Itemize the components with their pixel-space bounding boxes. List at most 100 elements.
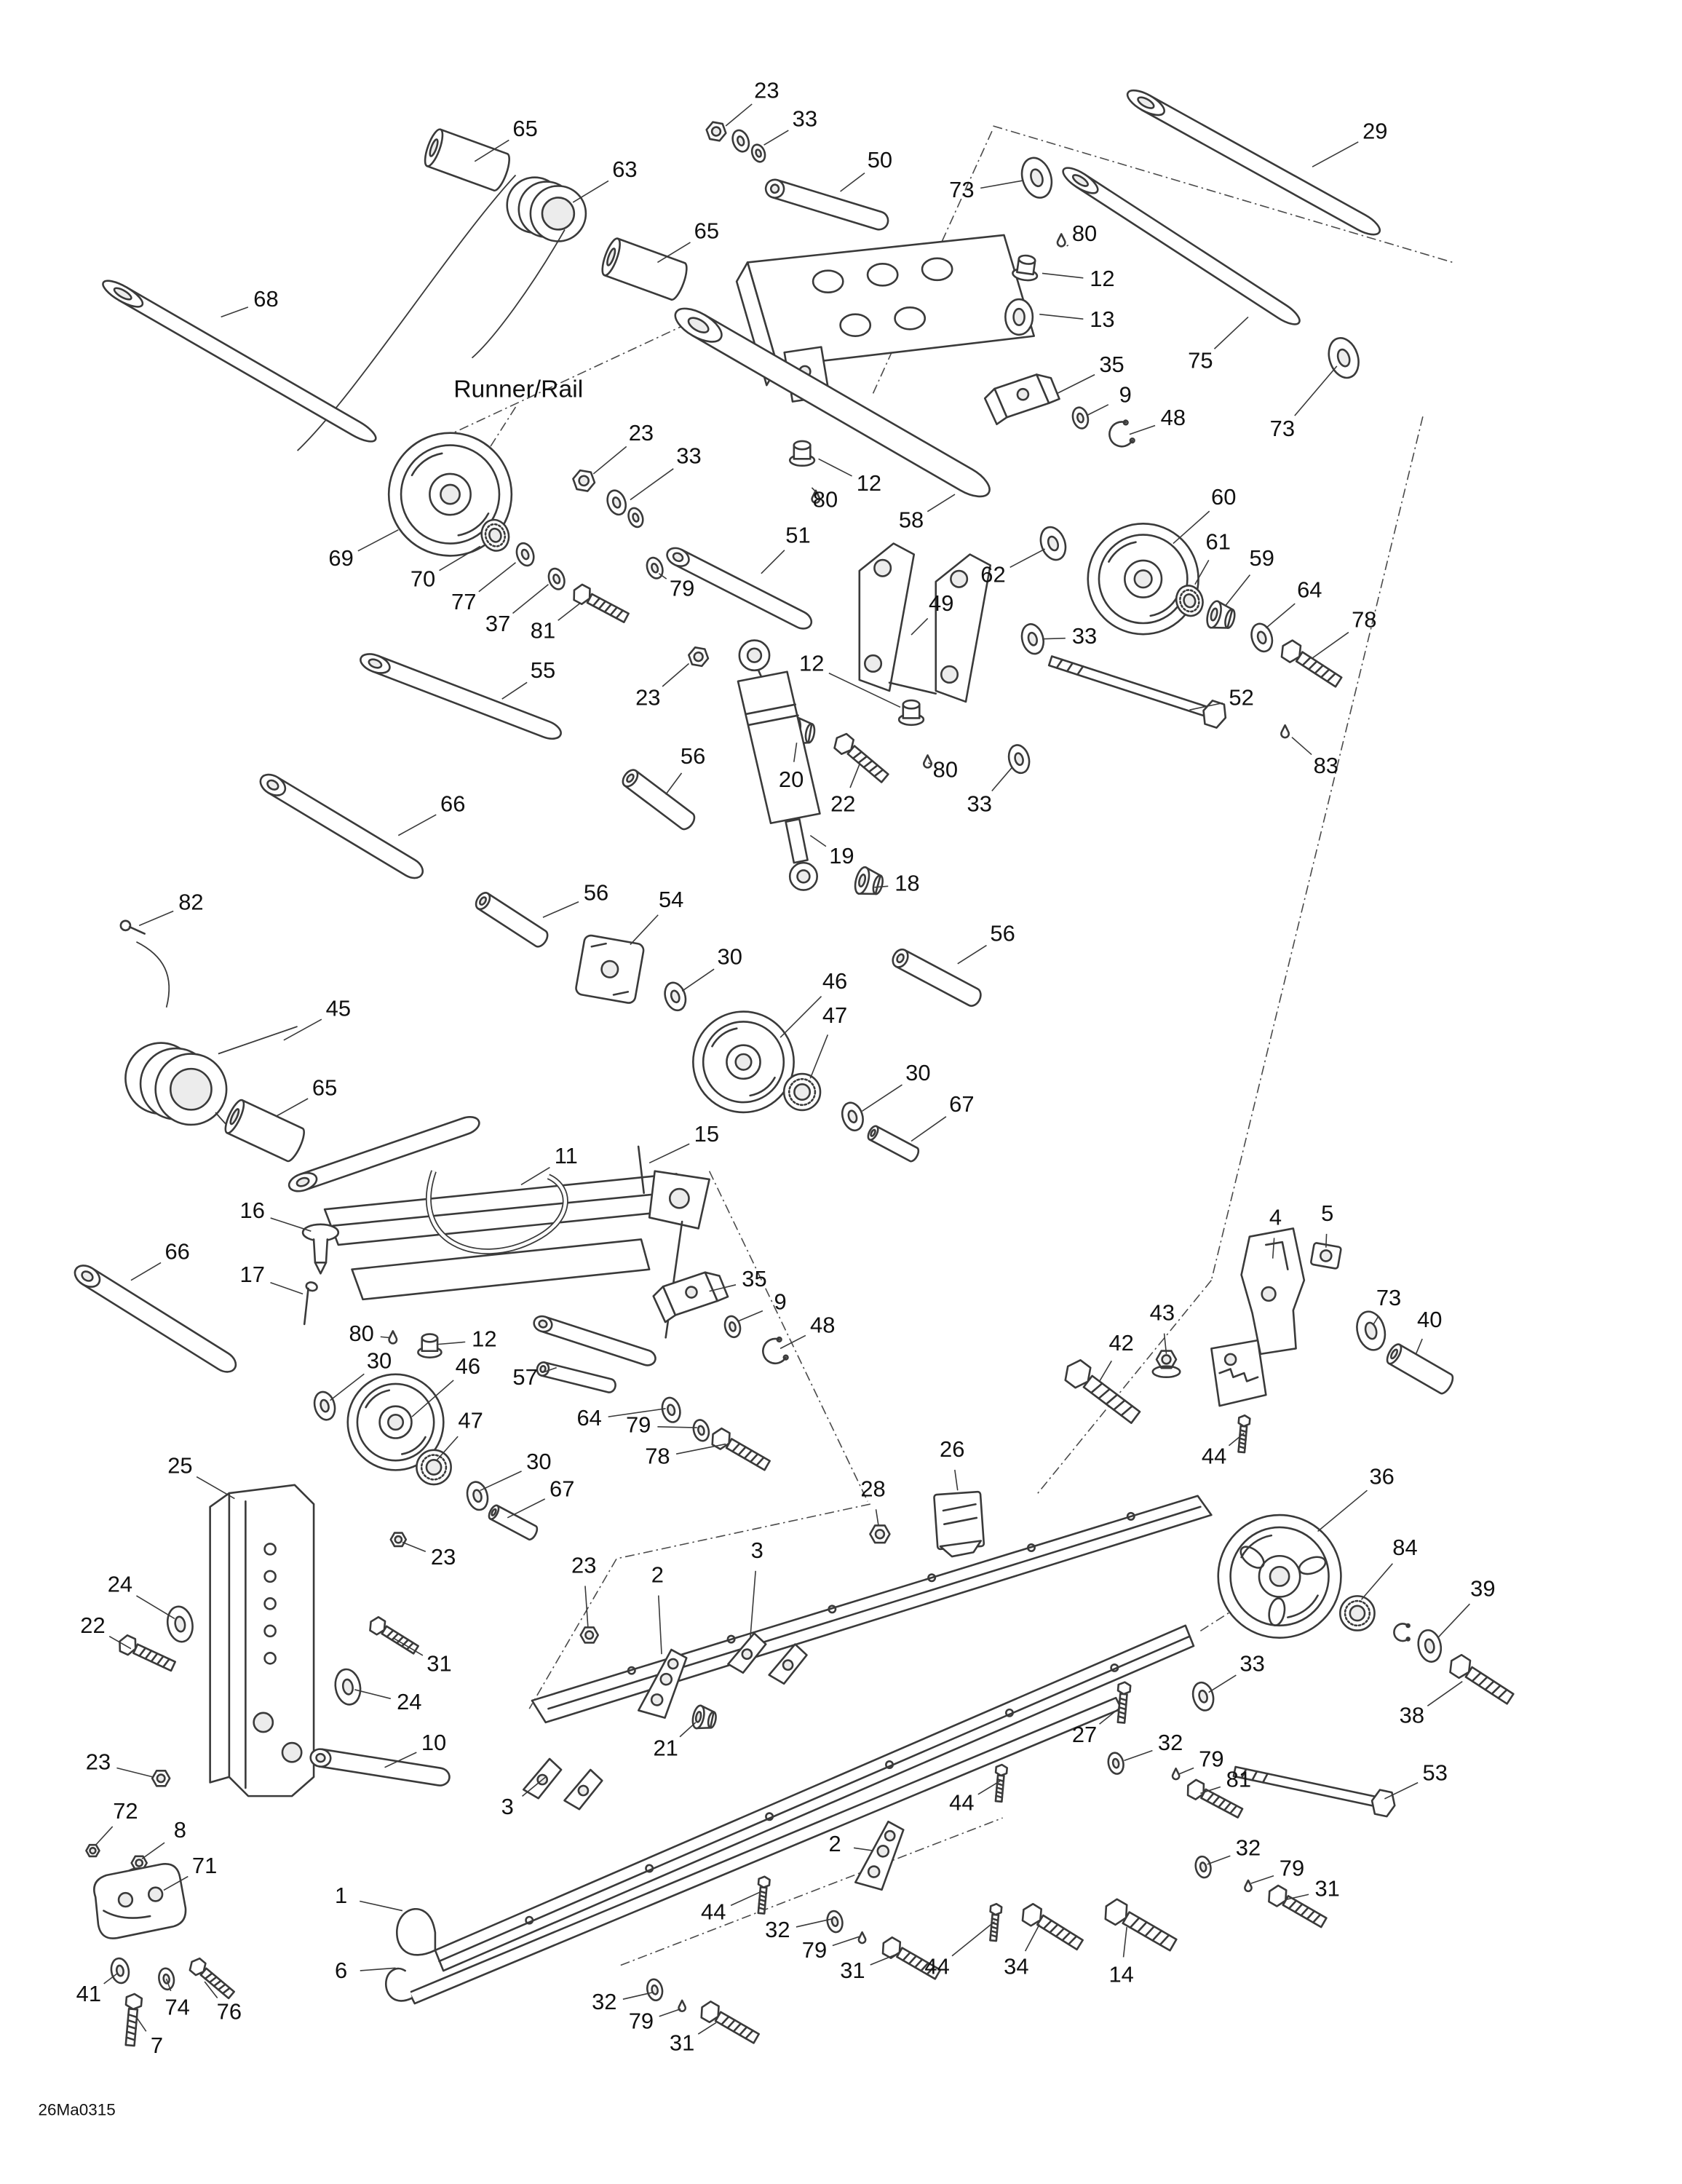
part-7-bolt xyxy=(121,1992,143,2048)
bracket-hole xyxy=(265,1626,276,1637)
bracket-26-group xyxy=(870,1492,984,1557)
part-79-lockwasher xyxy=(1243,1879,1253,1893)
part-label-7: 7 xyxy=(151,2033,163,2058)
leader-line xyxy=(841,173,865,191)
part-label-68: 68 xyxy=(253,286,278,312)
part-23-nut xyxy=(389,1531,408,1548)
bracket-detail xyxy=(1266,1242,1288,1269)
part-46-wheel xyxy=(691,1010,796,1114)
leader-line xyxy=(870,1955,897,1965)
spring-link xyxy=(136,942,169,1008)
part-label-33: 33 xyxy=(1239,1650,1264,1676)
leader-line xyxy=(810,836,826,847)
leader-line xyxy=(585,1586,588,1626)
part-label-23: 23 xyxy=(635,684,660,710)
part-label-31: 31 xyxy=(1314,1876,1339,1902)
leader-line xyxy=(750,1571,755,1638)
part-label-79: 79 xyxy=(626,1412,651,1437)
part-label-21: 21 xyxy=(653,1736,678,1761)
part-label-83: 83 xyxy=(1314,753,1338,778)
part-79-washer xyxy=(643,554,667,582)
part-label-58: 58 xyxy=(899,507,924,533)
leader-line xyxy=(1039,314,1083,320)
part-31-bolt xyxy=(697,1999,761,2046)
leader-line xyxy=(980,181,1023,188)
part-28-nut xyxy=(870,1525,889,1543)
part-label-8: 8 xyxy=(174,1817,186,1843)
leader-line xyxy=(810,1034,828,1078)
leader-line xyxy=(475,140,509,161)
leader-line xyxy=(1251,1876,1274,1883)
part-80-fitting xyxy=(387,1329,398,1345)
part-53-bolt xyxy=(1232,1760,1397,1818)
part-label-30: 30 xyxy=(526,1449,551,1474)
part-label-47: 47 xyxy=(822,1002,847,1028)
part-label-23: 23 xyxy=(86,1749,111,1774)
part-83-fitting xyxy=(1280,724,1290,740)
part-label-50: 50 xyxy=(868,147,892,173)
leader-line xyxy=(1207,1856,1231,1864)
leader-line xyxy=(630,469,673,500)
leader-line xyxy=(659,2009,681,2017)
part-66-tube xyxy=(257,770,427,882)
bracket-hole xyxy=(265,1571,276,1582)
part-79-lockwasher xyxy=(1171,1767,1181,1781)
part-label-76: 76 xyxy=(217,1998,242,2024)
wheel-cutouts xyxy=(1237,1543,1328,1626)
leader-line xyxy=(1189,703,1223,711)
leader-line xyxy=(358,530,398,551)
part-label-2: 2 xyxy=(651,1562,664,1588)
leader-line xyxy=(1010,549,1045,567)
leader-line xyxy=(330,1374,365,1400)
leader-line xyxy=(833,1936,860,1945)
leader-line xyxy=(593,446,626,474)
part-36-idler-wheel xyxy=(1218,1515,1341,1638)
part-65-bushing xyxy=(421,127,512,192)
part-65-bushing xyxy=(599,237,690,301)
leader-line xyxy=(680,1722,696,1737)
part-label-48: 48 xyxy=(810,1313,835,1338)
leader-line xyxy=(1384,1783,1418,1799)
part-label-66: 66 xyxy=(440,791,465,817)
part-label-2: 2 xyxy=(828,1831,841,1856)
arm-lower-beam xyxy=(352,1239,650,1299)
part-label-84: 84 xyxy=(1392,1535,1417,1560)
part-37-washer xyxy=(544,565,568,593)
leader-line xyxy=(649,1144,689,1163)
part-label-45: 45 xyxy=(326,996,351,1021)
part-23-nut xyxy=(579,1626,600,1645)
part-label-81: 81 xyxy=(1226,1767,1251,1792)
part-78-bolt xyxy=(1277,638,1344,690)
leader-line xyxy=(523,1777,546,1796)
bracket-49-group xyxy=(860,544,991,702)
part-33-washer xyxy=(748,141,769,165)
arm-cross-tube xyxy=(287,1114,482,1195)
part-66-tube xyxy=(71,1261,240,1376)
part-label-35: 35 xyxy=(742,1266,766,1291)
rear-arm-group xyxy=(71,1114,710,1377)
part-68-rod xyxy=(100,276,379,446)
part-label-18: 18 xyxy=(894,870,919,895)
part-label-16: 16 xyxy=(240,1198,265,1223)
right-rail xyxy=(532,1496,1211,1722)
upper-left-group xyxy=(100,122,890,451)
part-30-washer xyxy=(837,1099,868,1135)
leader-line xyxy=(812,488,818,494)
leader-line xyxy=(738,1311,763,1321)
wheel-60-group xyxy=(1019,523,1344,740)
part-72-nut xyxy=(84,1843,100,1858)
part-label-65: 65 xyxy=(512,116,537,141)
part-label-32: 32 xyxy=(765,1917,790,1942)
part-label-48: 48 xyxy=(1161,405,1186,430)
part-33-washer xyxy=(603,486,630,519)
leader-line xyxy=(1087,405,1108,416)
spring-leg xyxy=(298,175,516,451)
part-78-bolt xyxy=(708,1426,771,1473)
leader-line xyxy=(205,1982,218,1998)
leader-line xyxy=(1266,604,1295,628)
part-label-24: 24 xyxy=(397,1689,421,1714)
leader-line xyxy=(850,764,860,788)
bracket-base xyxy=(889,683,936,694)
part-label-60: 60 xyxy=(1211,484,1236,510)
